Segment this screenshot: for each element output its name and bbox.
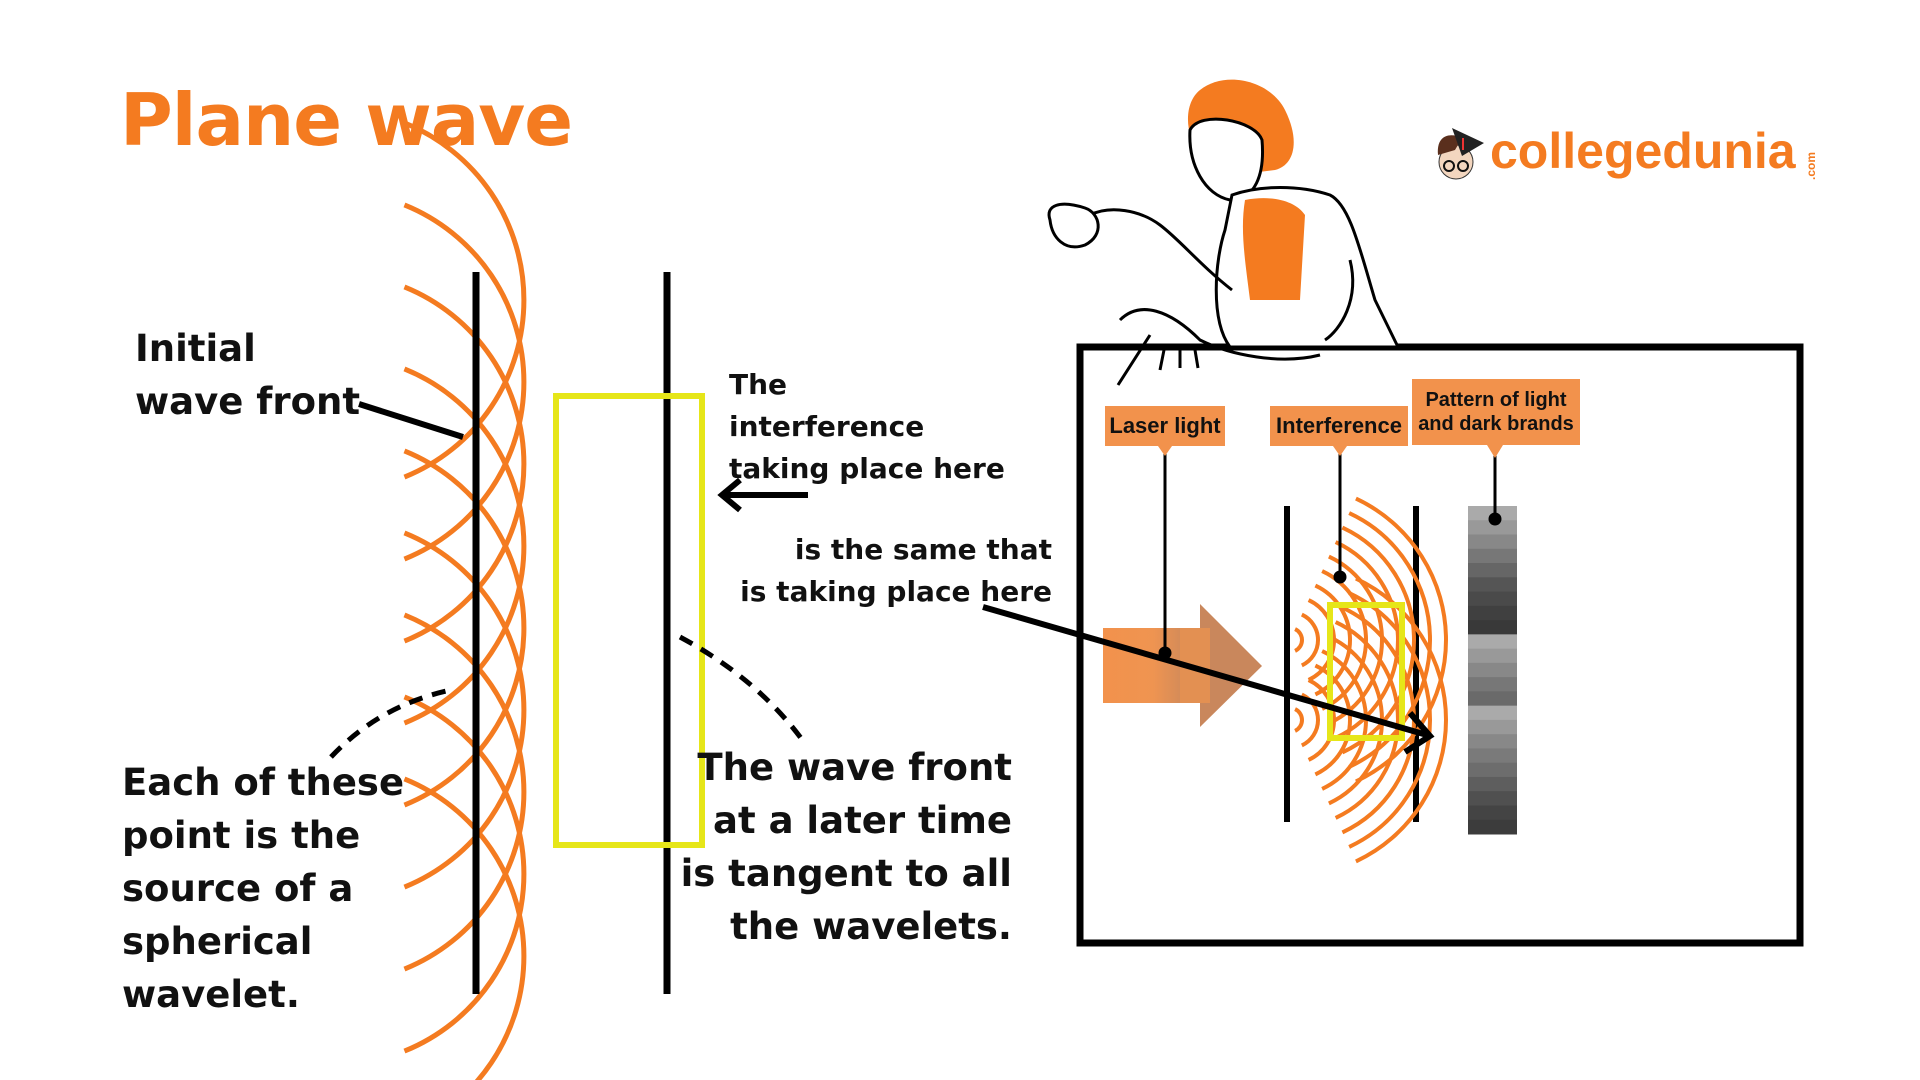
logo-suffix: .com xyxy=(1804,151,1818,180)
collegedunia-mascot-logo xyxy=(1437,128,1484,180)
label-line: Each of these xyxy=(122,761,405,804)
wave-arc xyxy=(1348,591,1432,849)
label-line: interference xyxy=(729,410,925,443)
fringe-band xyxy=(1468,620,1517,635)
wave-arc xyxy=(1294,627,1304,653)
interference-tag: Interference xyxy=(1270,406,1408,446)
label-line: wave front xyxy=(135,380,361,423)
wavelet-arc xyxy=(403,284,527,644)
later-front-pointer-dashed xyxy=(678,634,809,747)
same-as-label: is the same that is taking place here xyxy=(740,529,1052,613)
laser-light-tag: Laser light xyxy=(1105,406,1225,446)
wave-arc xyxy=(1300,612,1320,668)
label-line: wavelet. xyxy=(122,973,300,1016)
later-wave-front-label: The wave front at a later time is tangen… xyxy=(681,741,1012,953)
wavelet-arc xyxy=(403,448,527,808)
fringe-band xyxy=(1468,648,1517,664)
logo-wordmark: collegedunia xyxy=(1490,123,1796,179)
wavelet-arc xyxy=(403,366,527,726)
label-line: is tangent to all xyxy=(680,852,1012,895)
highlight-box-left xyxy=(553,393,705,848)
label-line: Pattern of light xyxy=(1425,389,1567,411)
label-line: is the same that xyxy=(794,533,1052,566)
interference-waves xyxy=(1294,496,1448,864)
label-line: and dark brands xyxy=(1418,413,1574,435)
wavelet-arc xyxy=(403,120,527,480)
label-line: taking place here xyxy=(729,452,1005,485)
arrow-to-interference xyxy=(717,477,808,513)
wave-arc xyxy=(1355,576,1448,864)
fringe-pattern xyxy=(1468,506,1517,835)
label-line: the wavelets. xyxy=(730,905,1012,948)
fringe-band xyxy=(1468,563,1517,578)
fringe-band xyxy=(1468,677,1517,692)
fringe-band xyxy=(1468,634,1517,650)
wave-arc xyxy=(1355,496,1448,784)
wave-arc xyxy=(1294,707,1304,733)
wave-arc xyxy=(1307,678,1336,762)
wavelet-arc xyxy=(403,612,527,972)
fringe-band xyxy=(1468,762,1517,778)
fringe-band xyxy=(1468,520,1517,536)
fringe-band xyxy=(1468,719,1517,735)
label-line: Initial xyxy=(135,327,256,370)
label-line: is taking place here xyxy=(740,575,1052,608)
wavelet-arc xyxy=(403,202,527,562)
source-pointer-dashed xyxy=(329,687,452,759)
woman-illustration xyxy=(1047,79,1401,386)
label-pointers xyxy=(1158,448,1502,660)
fringe-band xyxy=(1468,534,1517,550)
fringe-band xyxy=(1468,734,1517,749)
label-line: spherical xyxy=(122,920,313,963)
fringe-band xyxy=(1468,805,1517,821)
each-point-label: Each of these point is the source of a s… xyxy=(122,756,404,1021)
fringe-band xyxy=(1468,591,1517,607)
label-line: point is the xyxy=(122,814,361,857)
fringe-band xyxy=(1468,577,1517,593)
wave-arc xyxy=(1328,554,1384,726)
pattern-tag: Pattern of light and dark brands xyxy=(1412,379,1580,445)
label-line: The xyxy=(729,368,788,401)
fringe-band xyxy=(1468,548,1517,564)
wave-arc xyxy=(1321,569,1368,711)
wave-arc xyxy=(1334,620,1400,820)
wavelet-arc xyxy=(403,776,527,1080)
tag-notches xyxy=(1158,445,1503,458)
fringe-band xyxy=(1468,748,1517,764)
label-line: The wave front xyxy=(697,746,1012,789)
fringe-band xyxy=(1468,791,1517,806)
page-title: Plane wave xyxy=(120,78,573,162)
same-as-arrow xyxy=(982,604,1435,755)
initial-wave-front-pointer xyxy=(358,401,464,440)
wavelet-arc xyxy=(403,530,527,890)
interference-here-label: The interference taking place here xyxy=(729,364,1005,490)
fringe-band xyxy=(1468,605,1517,621)
initial-wave-front-label: Initial wave front xyxy=(135,322,360,428)
label-line: at a later time xyxy=(713,799,1012,842)
fringe-band xyxy=(1468,705,1517,721)
fringe-band xyxy=(1468,662,1517,678)
fringe-band xyxy=(1468,776,1517,792)
experiment-frame xyxy=(1076,343,1804,947)
fringe-band xyxy=(1468,819,1517,835)
wave-arc xyxy=(1341,525,1416,755)
label-line: source of a xyxy=(122,867,354,910)
fringe-band xyxy=(1468,691,1517,707)
highlight-box-right xyxy=(1327,602,1405,741)
wavelet-arc xyxy=(403,694,527,1054)
spherical-wavelets xyxy=(403,120,527,1080)
